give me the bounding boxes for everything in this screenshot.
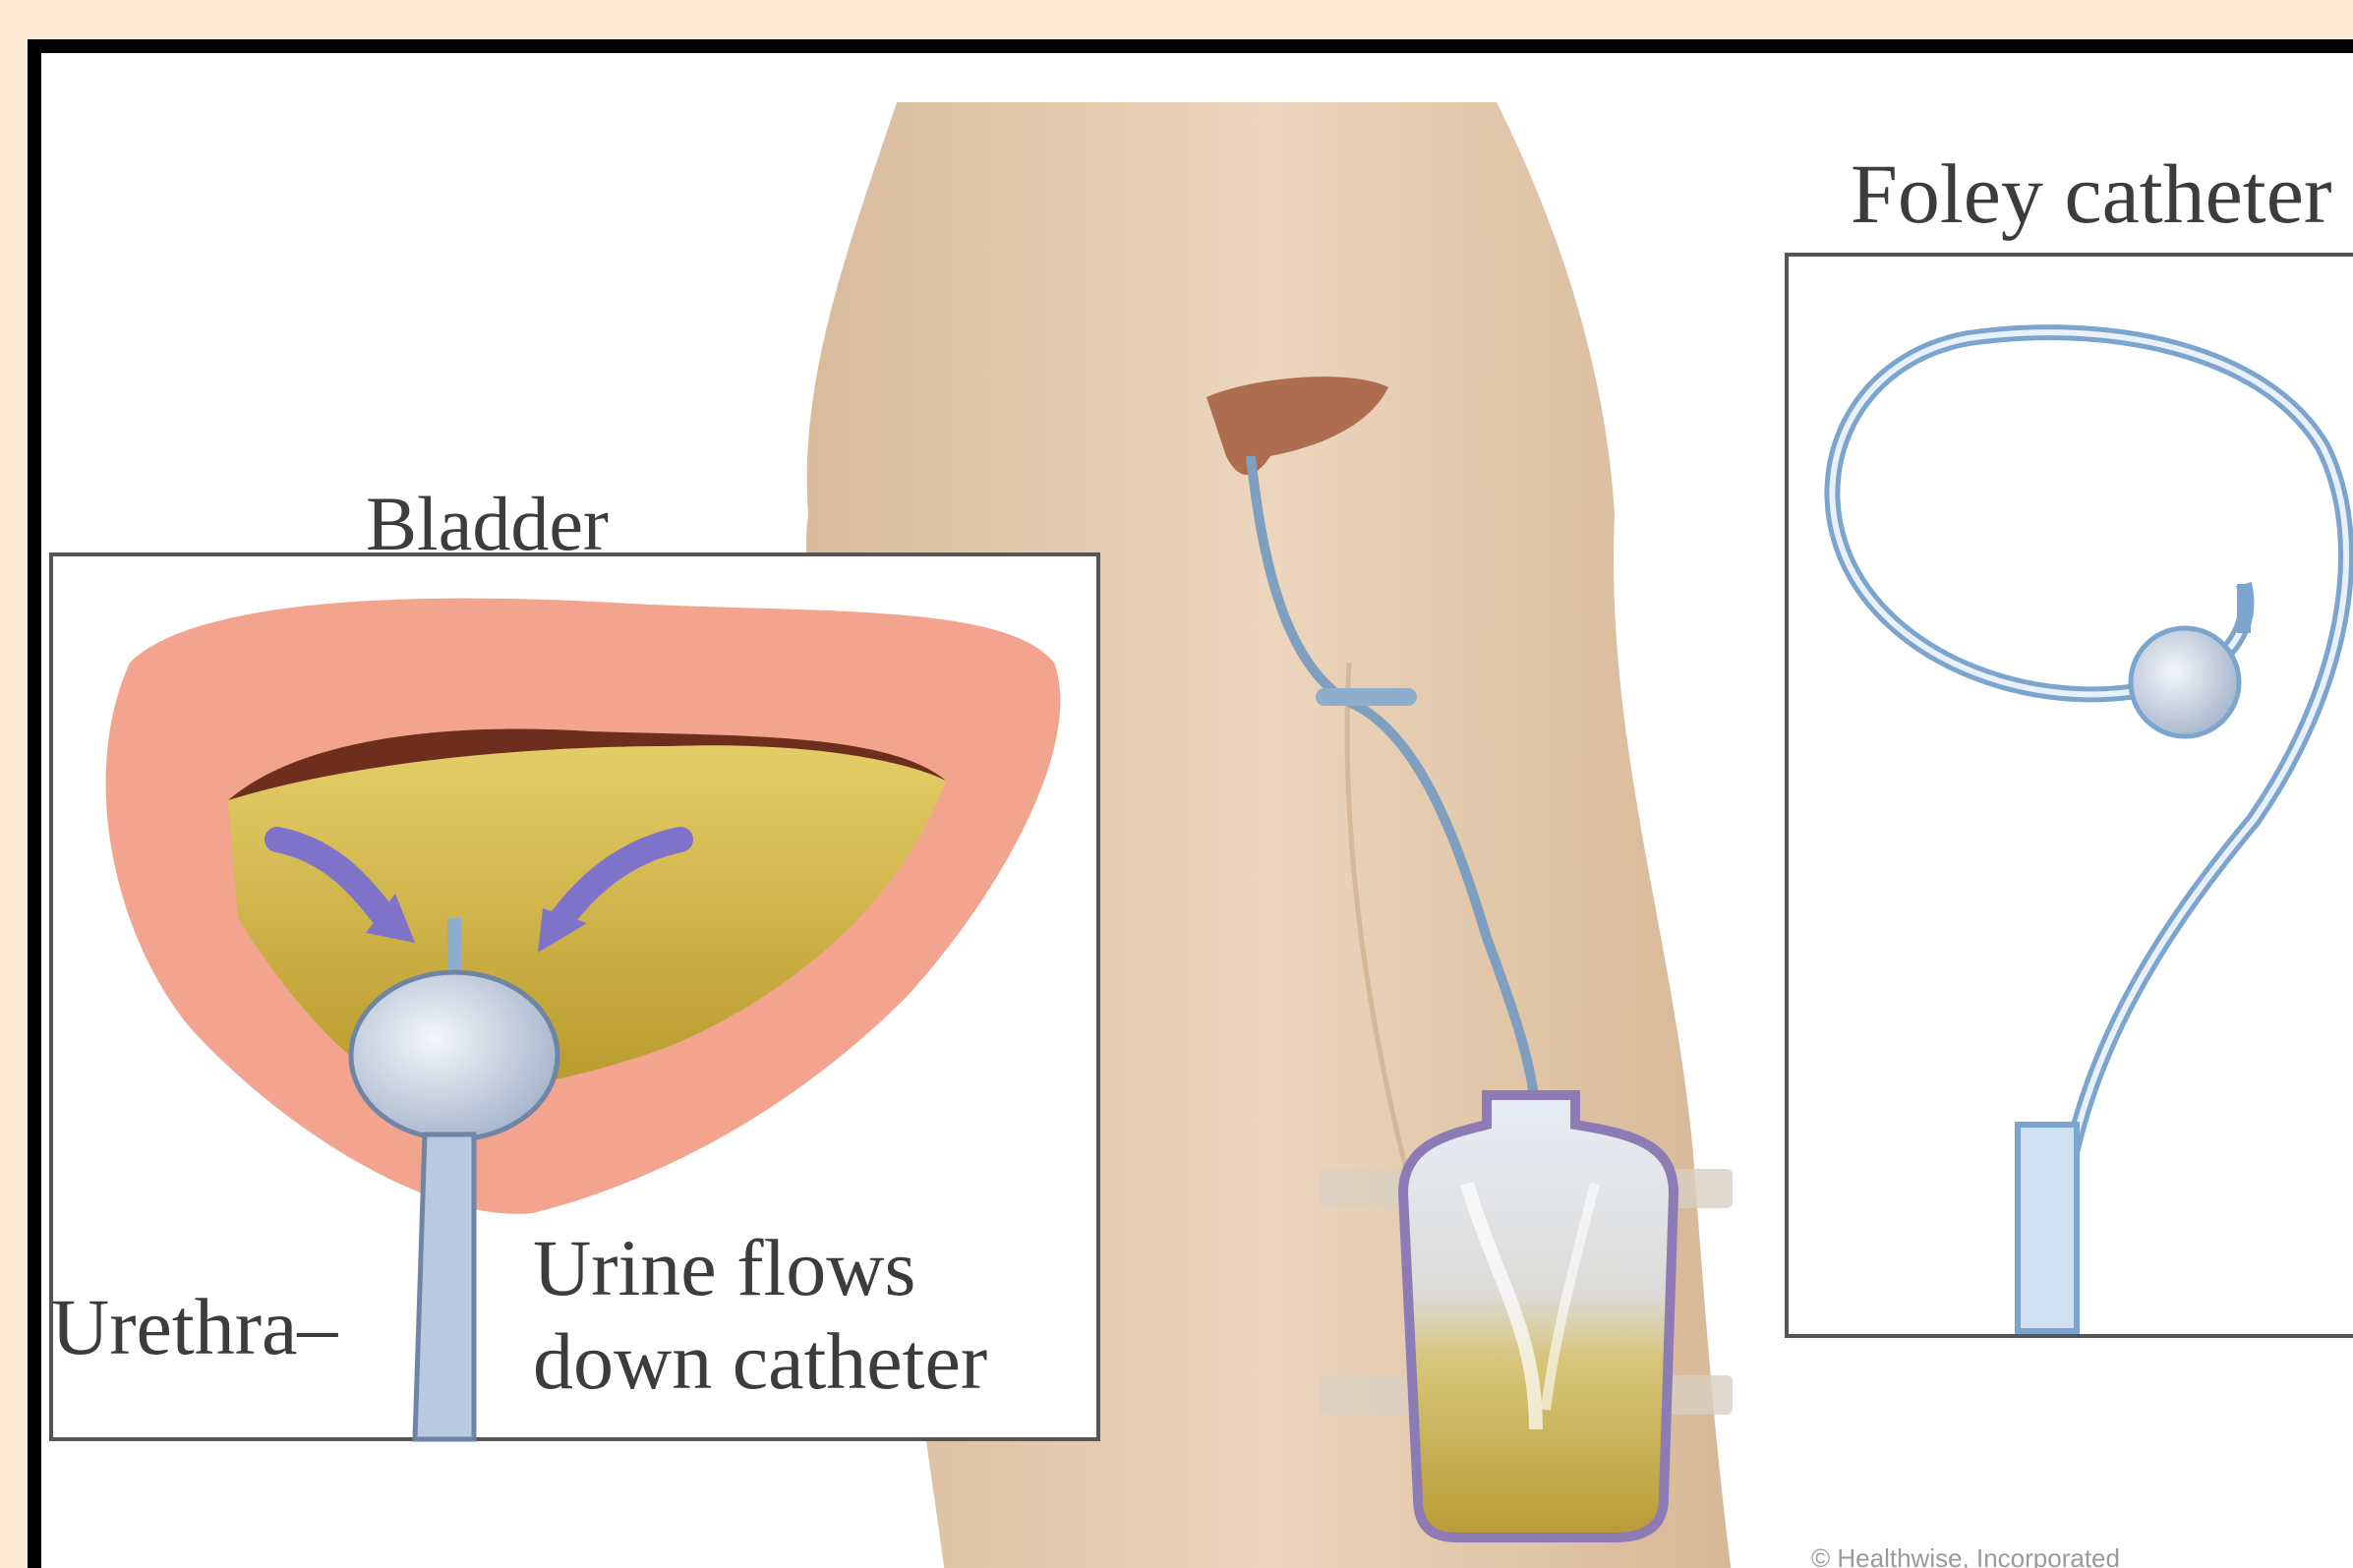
foley-inset — [1787, 255, 2353, 1336]
foley-catheter-label: Foley catheter — [1851, 151, 2332, 236]
catheter-balloon — [351, 972, 558, 1139]
urine-flow-label-line2: down catheter — [533, 1321, 987, 1402]
urethra-tube — [415, 1134, 474, 1439]
diagram-frame: Bladder Foley catheter Urethra– Urine fl… — [28, 39, 2353, 1568]
foley-balloon — [2131, 628, 2239, 736]
bladder-label: Bladder — [366, 486, 609, 562]
drainage-bag — [1403, 1095, 1674, 1538]
foley-connector — [2018, 1125, 2077, 1331]
credit-text: © Healthwise, Incorporated — [1811, 1545, 2120, 1568]
urethra-label: Urethra– — [51, 1287, 337, 1367]
urine-flow-label-line1: Urine flows — [533, 1228, 915, 1308]
illustration — [41, 53, 2353, 1568]
